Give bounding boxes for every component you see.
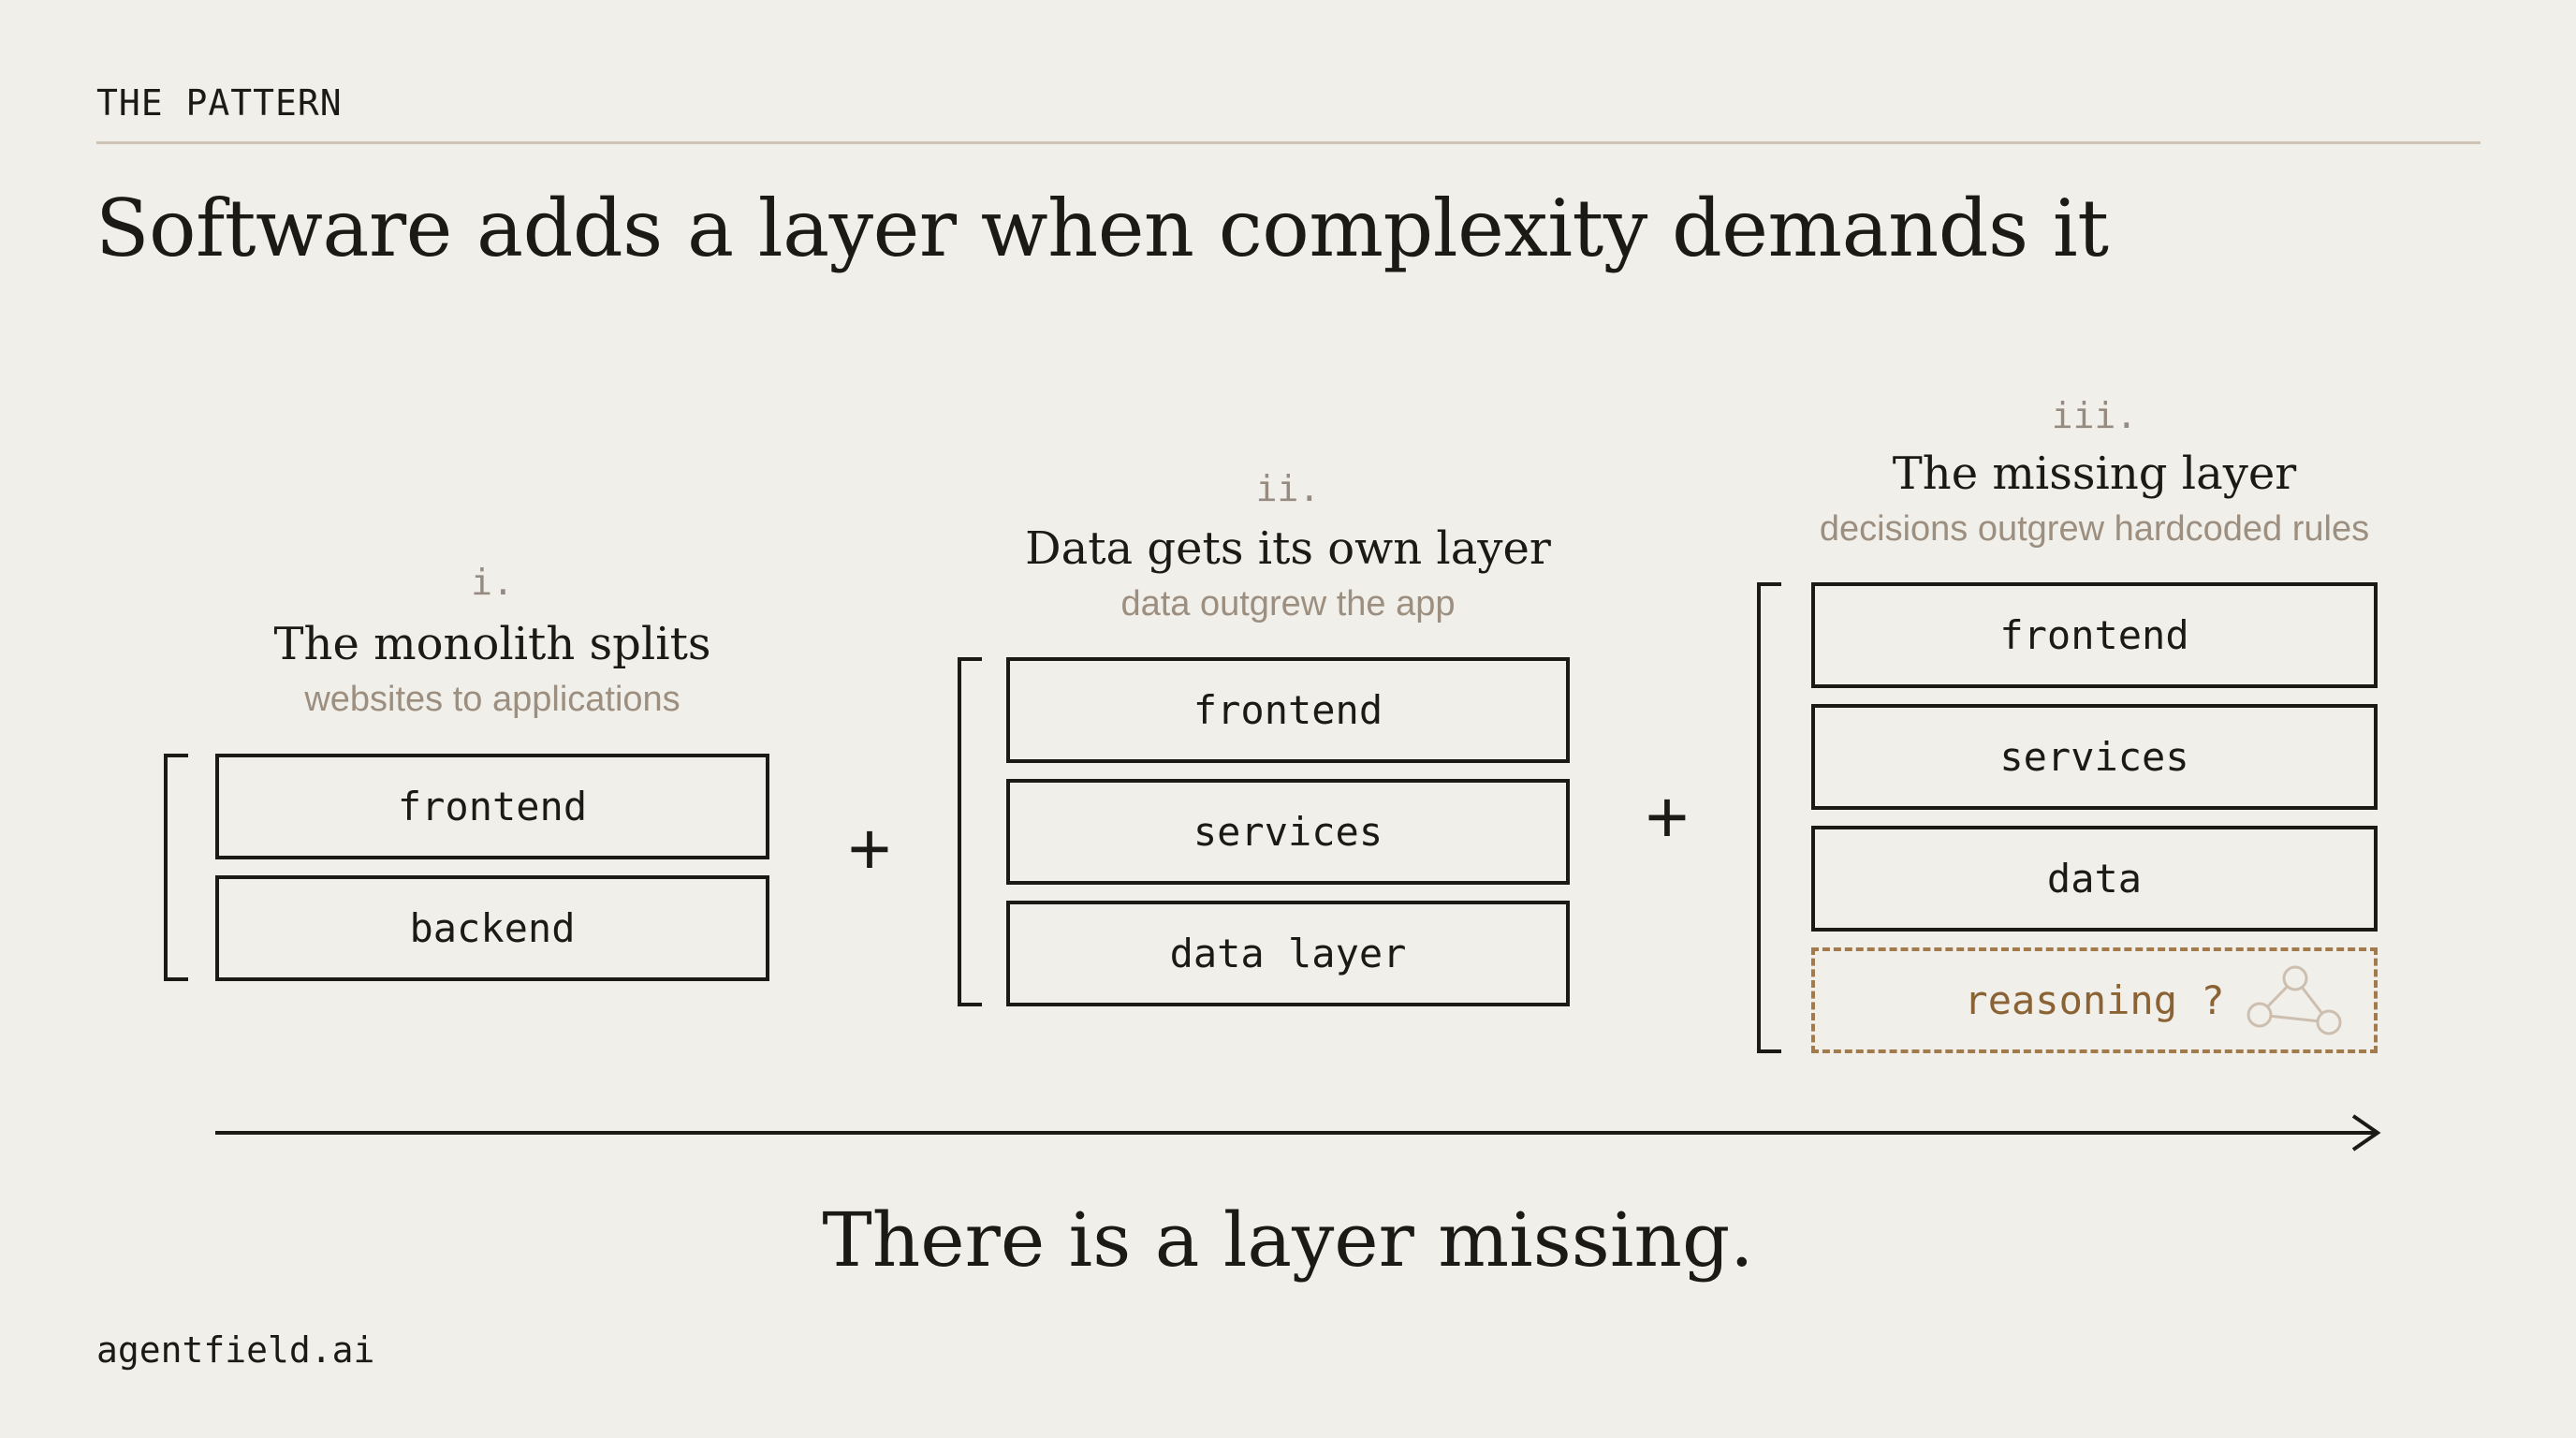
stage-2-subtitle: data outgrew the app [1120, 584, 1456, 624]
tagline: There is a layer missing. [822, 1196, 1754, 1284]
slide-title: Software adds a layer when complexity de… [95, 183, 2109, 274]
plus-connector-2: + [1645, 775, 1690, 858]
stage-3-numeral: iii. [2051, 395, 2138, 436]
stage-3-layer-reasoning: reasoning ? [1811, 947, 2378, 1053]
stage-1-layer-frontend: frontend [215, 754, 769, 859]
stage-3-subtitle: decisions outgrew hardcoded rules [1819, 509, 2370, 549]
arrow-right-icon [215, 1114, 2381, 1152]
stage-3-title: The missing layer [1892, 448, 2297, 500]
stage-1-bracket [164, 754, 188, 981]
stage-3-layer-data: data [1811, 826, 2378, 932]
stage-3-bracket [1757, 582, 1781, 1053]
section-eyebrow: THE PATTERN [96, 82, 343, 124]
stage-1-layer-backend: backend [215, 875, 769, 981]
footer-brand: agentfield.ai [96, 1329, 375, 1371]
plus-connector-1: + [847, 807, 892, 890]
stage-1-subtitle: websites to applications [304, 680, 681, 719]
stage-2-bracket [958, 657, 982, 1006]
stage-2-title: Data gets its own layer [1025, 522, 1551, 575]
stage-1-title: The monolith splits [273, 618, 711, 670]
stage-2-layer-frontend: frontend [1006, 657, 1570, 763]
header-divider [96, 141, 2481, 144]
stage-2-layer-services: services [1006, 779, 1570, 885]
network-graph-icon [2247, 965, 2342, 1035]
reasoning-label: reasoning ? [1964, 977, 2225, 1023]
stage-3-layer-services: services [1811, 704, 2378, 810]
stage-2-numeral: ii. [1255, 468, 1321, 509]
stage-1-numeral: i. [471, 562, 514, 603]
stage-2-layer-data: data layer [1006, 901, 1570, 1006]
stage-3-layer-frontend: frontend [1811, 582, 2378, 688]
